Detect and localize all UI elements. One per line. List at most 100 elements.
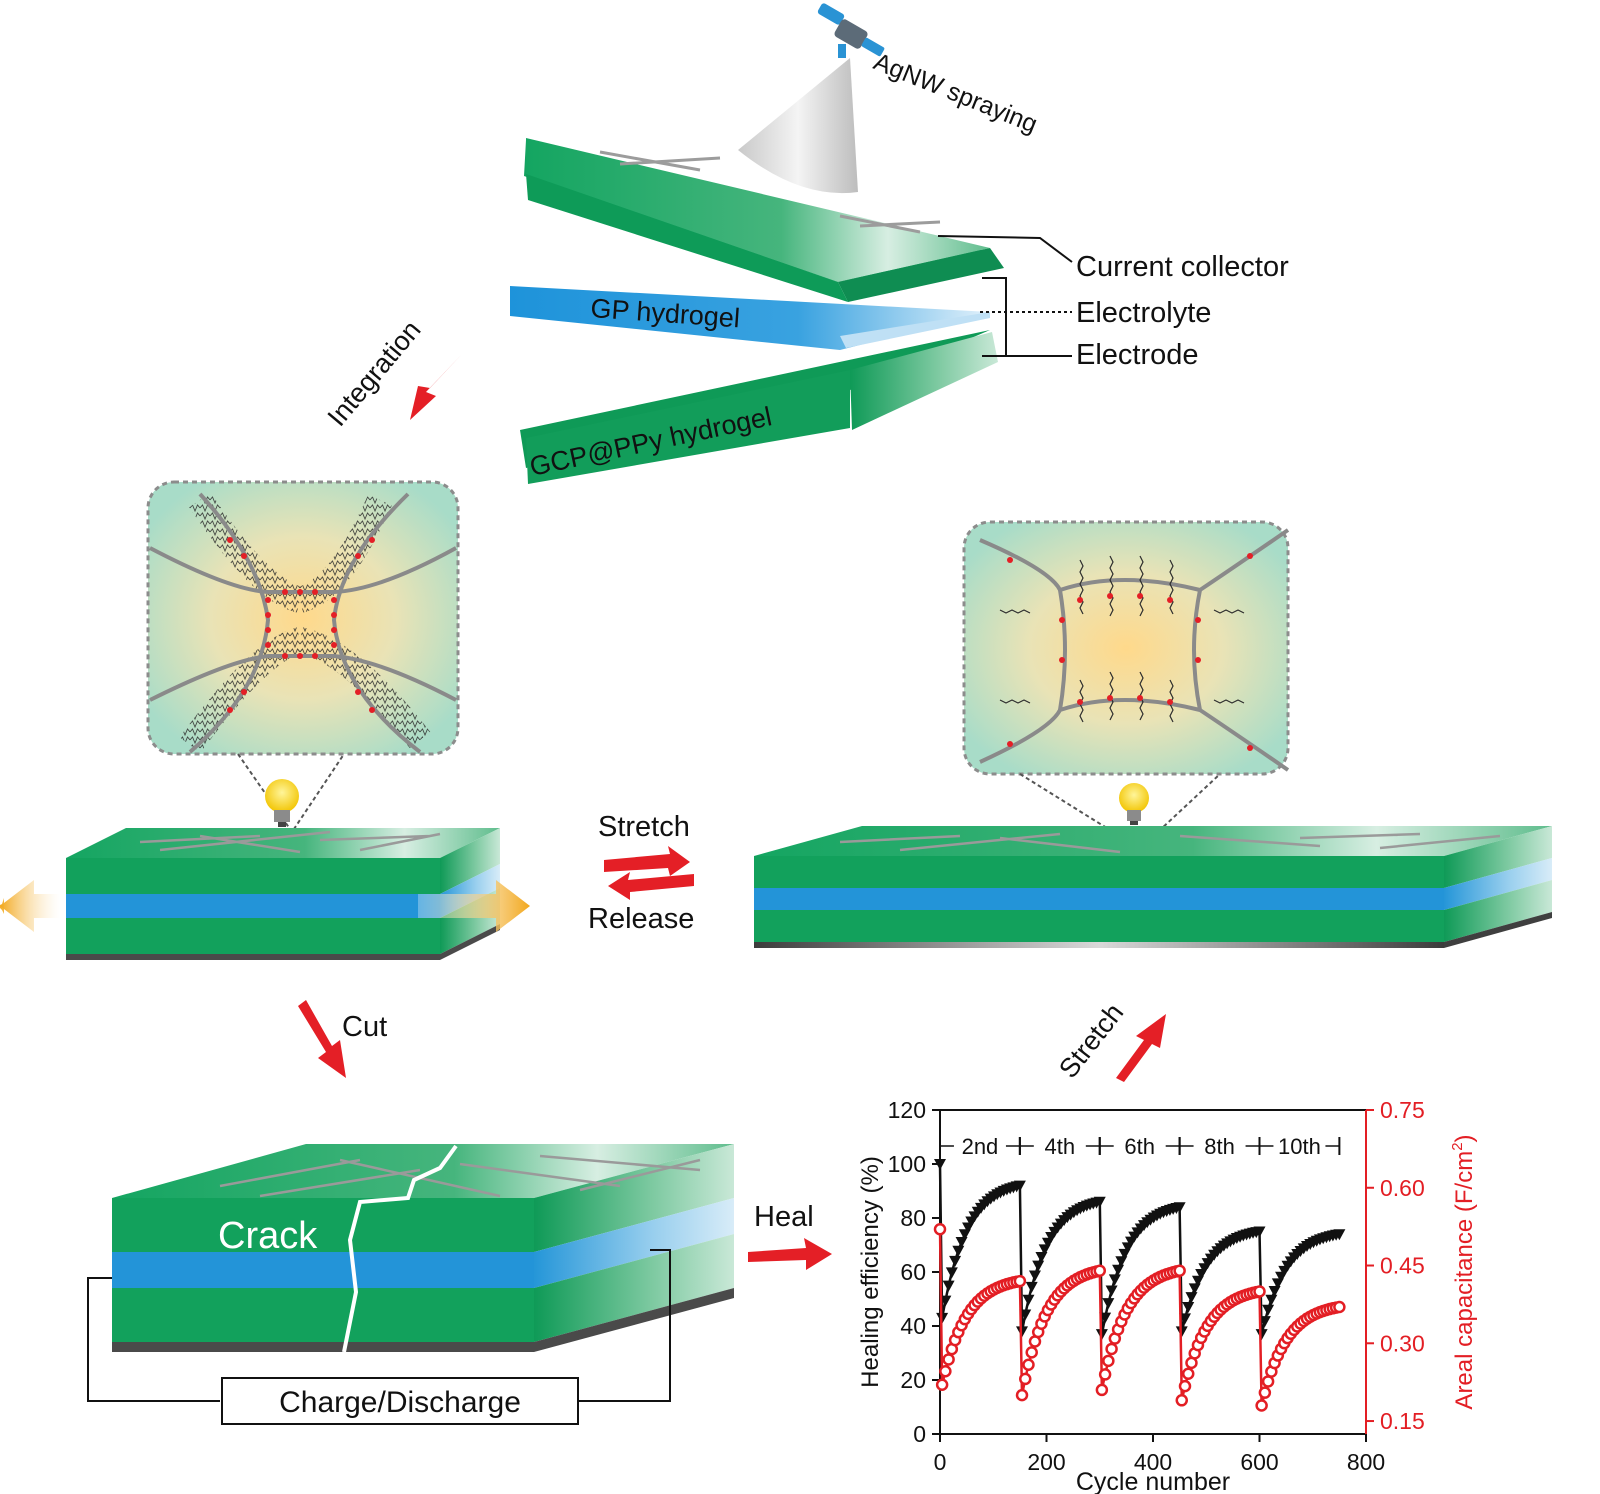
right-tick-label: 0.60 (1380, 1175, 1425, 1201)
data-point (1265, 1294, 1278, 1306)
inset-pointer-right (1019, 773, 1221, 831)
x-tick-label: 200 (1027, 1449, 1065, 1475)
integration-label: Integration (322, 315, 427, 432)
data-point (1102, 1298, 1115, 1310)
spray-gun-icon (817, 3, 885, 58)
heal-arrow (748, 1238, 832, 1270)
stretch-release-arrows (604, 846, 694, 900)
right-tick-label: 0.30 (1380, 1330, 1425, 1356)
left-tick-label: 0 (913, 1421, 926, 1447)
gp-hydrogel-sheet: GP hydrogel (510, 286, 990, 350)
data-point (942, 1353, 955, 1366)
data-point (1108, 1274, 1121, 1286)
data-point (945, 1267, 958, 1279)
cut-arrow (298, 1000, 346, 1078)
data-point (1025, 1281, 1038, 1293)
electrolyte-label: Electrolyte (1076, 297, 1211, 329)
right-tick-label: 0.75 (1380, 1097, 1425, 1123)
data-point (939, 1365, 952, 1378)
release-label: Release (588, 903, 694, 935)
stretch-arrow-left-shape (0, 880, 60, 932)
segment-label: 6th (1124, 1134, 1155, 1159)
data-point (1253, 1285, 1266, 1298)
data-point (1255, 1329, 1268, 1341)
data-point (933, 1222, 947, 1236)
right-tick-label: 0.45 (1380, 1253, 1425, 1279)
x-tick-label: 400 (1134, 1449, 1172, 1475)
data-point (1258, 1386, 1272, 1399)
data-point (1099, 1312, 1112, 1324)
data-point (1105, 1285, 1118, 1297)
data-point (1105, 1342, 1118, 1356)
segment-label-bg (1273, 1132, 1326, 1158)
data-point (1181, 1367, 1195, 1380)
segment-label-bg (1193, 1132, 1246, 1158)
data-point (935, 1378, 949, 1392)
current-collector-label: Current collector (1076, 251, 1289, 283)
data-point (1022, 1358, 1035, 1372)
segment-label-bg (953, 1132, 1006, 1158)
data-point (1019, 1309, 1032, 1321)
data-point (1253, 1226, 1266, 1238)
left-tick-label: 80 (900, 1205, 926, 1231)
left-tick-label: 20 (900, 1367, 926, 1393)
data-point (1013, 1180, 1026, 1192)
left-tick-label: 100 (888, 1151, 926, 1177)
data-point (1015, 1388, 1029, 1402)
integration-arrow (410, 354, 462, 420)
segment-label: 4th (1045, 1134, 1076, 1159)
crack-line (342, 1144, 458, 1353)
data-point (934, 1159, 946, 1170)
left-axis-title: Healing efficiency (%) (857, 1156, 884, 1388)
charge-discharge-circuit (87, 1249, 671, 1402)
charge-discharge-label: Charge/Discharge (279, 1386, 521, 1419)
data-point (1185, 1292, 1198, 1304)
network-inset-relaxed (146, 480, 460, 756)
data-point (1032, 1260, 1045, 1272)
data-point (952, 1245, 965, 1257)
segment-label: 2nd (962, 1134, 999, 1159)
right-tick-label: 0.15 (1380, 1408, 1425, 1434)
device-slab-cracked: Crack (112, 1144, 734, 1353)
data-point (1175, 1394, 1189, 1407)
data-point (1018, 1372, 1032, 1386)
data-point (1173, 1202, 1186, 1214)
segment-label: 10th (1278, 1134, 1321, 1159)
segment-label: 8th (1204, 1134, 1235, 1159)
layer-callouts (937, 235, 1073, 357)
data-point (1261, 1375, 1275, 1388)
x-tick-label: 600 (1240, 1449, 1278, 1475)
charge-discharge-box (221, 1377, 579, 1425)
cut-label: Cut (342, 1011, 387, 1043)
data-point (1093, 1196, 1106, 1208)
right-axis-title-tail: ) (1451, 1134, 1478, 1142)
data-point (1333, 1229, 1346, 1241)
data-point (1013, 1274, 1027, 1288)
segment-label-bg (1113, 1132, 1166, 1158)
gcp-hydrogel-sheet: GCP@PPy hydrogel (520, 330, 998, 484)
current-collector-sheet (524, 138, 1004, 302)
left-tick-label: 40 (900, 1313, 926, 1339)
data-point (1255, 1399, 1268, 1412)
data-point (939, 1295, 952, 1307)
data-point (1182, 1302, 1195, 1314)
data-point (1022, 1294, 1035, 1306)
segment-label-bg (1033, 1132, 1086, 1158)
right-axis-title: Areal capacitance (F/cm2) (1449, 1134, 1478, 1409)
stretch-arrow-right-shape (418, 880, 530, 932)
heal-label: Heal (754, 1201, 814, 1233)
data-point (1178, 1313, 1191, 1325)
network-inset-stretched (962, 520, 1290, 776)
data-point (1262, 1304, 1275, 1316)
stretch-label: Stretch (598, 811, 690, 843)
left-tick-label: 60 (900, 1259, 926, 1285)
lightbulb-icon (265, 779, 299, 827)
spraying-label: AgNW spraying (870, 48, 1042, 139)
lightbulb-icon-right (1119, 783, 1149, 825)
stretch-arrow-up (1116, 1014, 1166, 1082)
data-point (1173, 1264, 1186, 1277)
x-tick-label: 800 (1347, 1449, 1385, 1475)
device-slab-stretched (754, 826, 1552, 948)
